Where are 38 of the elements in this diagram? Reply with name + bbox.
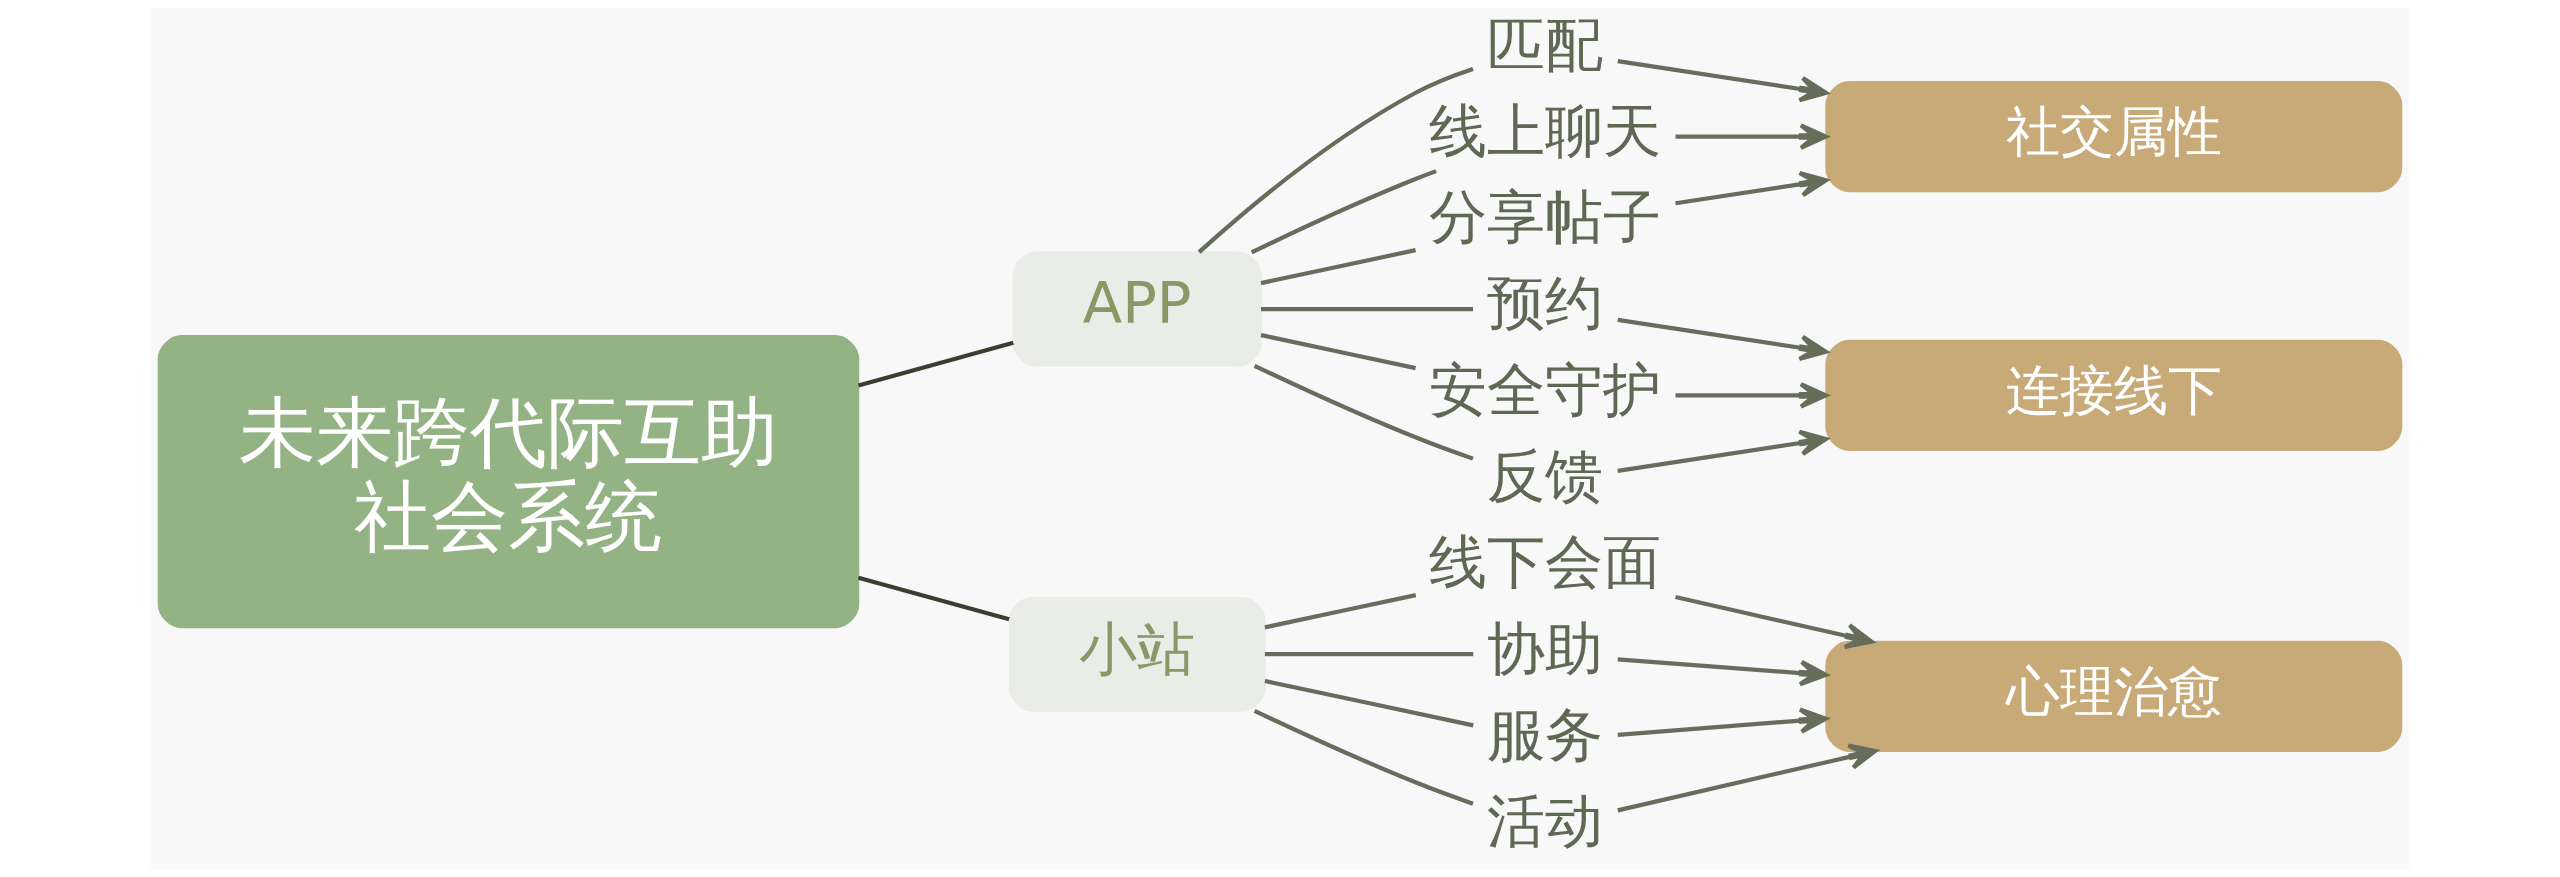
arrow [1617, 743, 1878, 813]
node-text: 线上聊天 [1429, 97, 1662, 165]
connector [1264, 652, 1474, 657]
node-box: 社交属性 [1825, 81, 2403, 193]
arrow [1675, 382, 1829, 409]
arrow [1617, 429, 1828, 473]
connector [1261, 307, 1474, 312]
arrow [1617, 657, 1828, 687]
connector [1250, 169, 1437, 255]
node-text: 协助 [1487, 615, 1604, 683]
node-text: 预约 [1487, 270, 1604, 338]
connector [857, 340, 1014, 388]
connector [1253, 363, 1474, 461]
connector [1264, 593, 1417, 630]
arrow [1617, 59, 1828, 103]
arrow [1617, 707, 1828, 737]
node-text: 活动 [1487, 788, 1604, 856]
node-box: APP [1012, 251, 1262, 367]
node-text: 分享帖子 [1429, 184, 1662, 252]
connector [1260, 248, 1417, 286]
node-box: 未来跨代际互助社会系统 [157, 335, 860, 629]
arrow [1617, 317, 1828, 362]
node-box: 小站 [1008, 596, 1266, 712]
connector [1197, 66, 1474, 254]
connector [857, 575, 1010, 622]
node-text: 线下会面 [1429, 529, 1662, 597]
node-text: 安全守护 [1429, 356, 1662, 424]
connector [1264, 678, 1474, 728]
node-text: 服务 [1487, 701, 1604, 769]
node-box: 心理治愈 [1825, 640, 2403, 752]
arrow [1675, 170, 1829, 206]
node-box: 连接线下 [1825, 339, 2403, 451]
connector [1260, 333, 1417, 371]
arrow [1675, 123, 1829, 150]
arrow [1675, 594, 1874, 650]
node-text: 反馈 [1487, 443, 1604, 510]
connector [1253, 708, 1474, 806]
node-text: 匹配 [1487, 11, 1604, 79]
